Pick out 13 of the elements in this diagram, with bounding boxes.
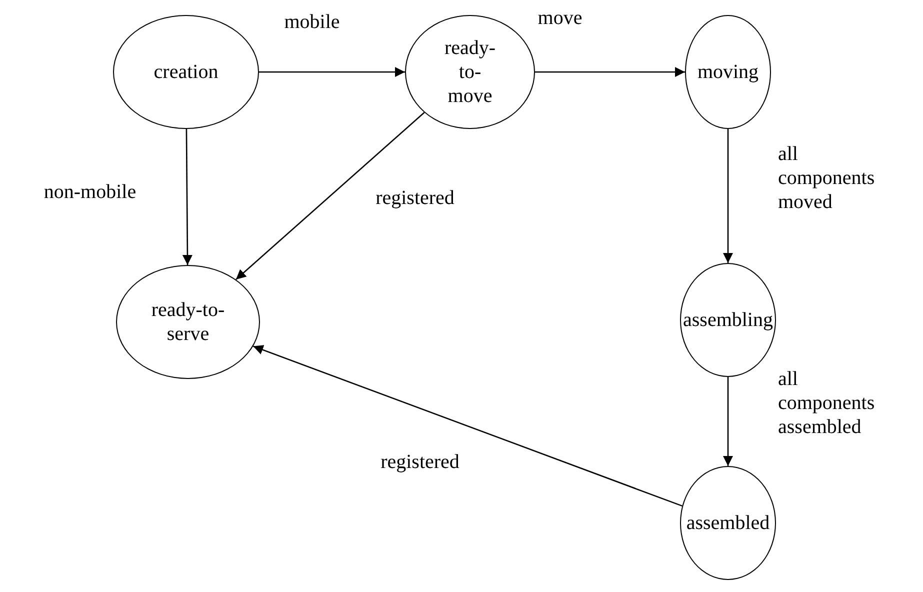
state-label: ready-to-move (443, 36, 497, 108)
arrow (252, 345, 682, 507)
state-label: assembling (683, 308, 773, 332)
state-label: creation (154, 60, 218, 84)
arrow (535, 67, 685, 77)
arrow (236, 112, 425, 280)
arrow (259, 67, 405, 77)
state-label: assembled (686, 511, 770, 535)
state-label: moving (697, 60, 759, 84)
arrow (723, 129, 733, 263)
arrow (723, 377, 733, 466)
arrow (182, 129, 192, 265)
state-label: ready-to-serve (150, 298, 226, 346)
